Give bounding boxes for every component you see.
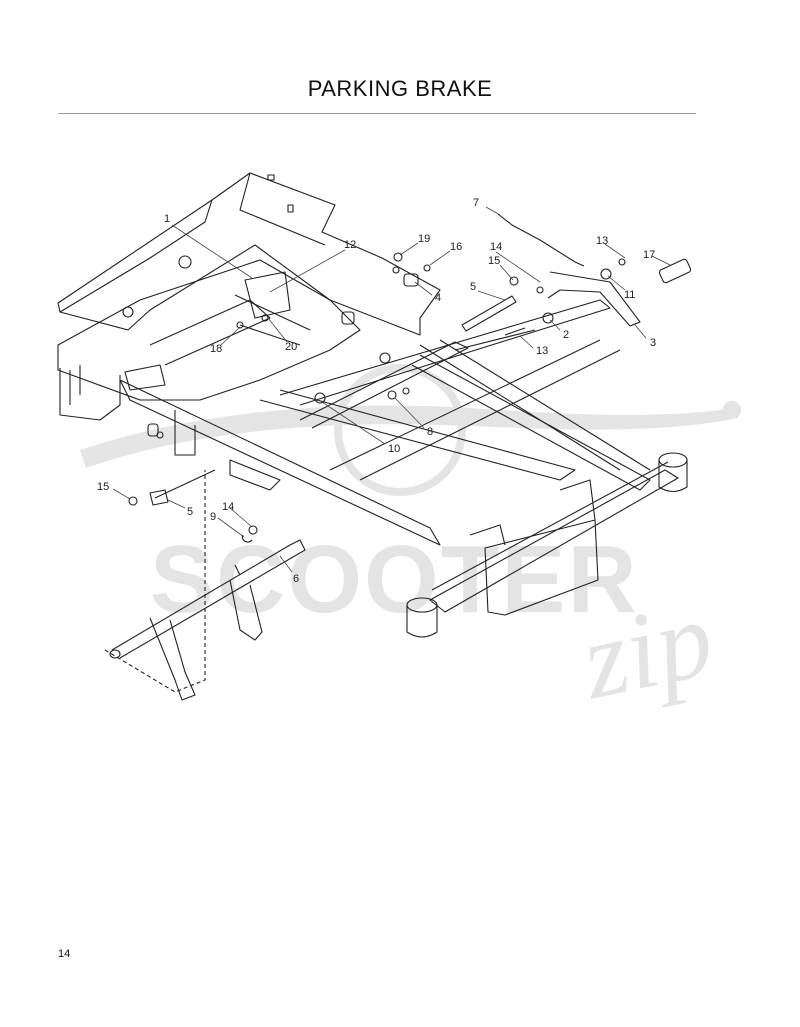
callout-18: 18 — [210, 343, 222, 355]
callout-13-lower: 13 — [536, 345, 548, 357]
callout-11: 11 — [624, 289, 635, 301]
left-frame — [57, 259, 361, 401]
bellcrank — [547, 271, 641, 327]
watermark: SCOOTER zip — [80, 364, 741, 723]
callout-19: 19 — [418, 233, 430, 245]
frame-drawing — [57, 172, 692, 701]
watermark-script: zip — [570, 576, 723, 722]
callout-17: 17 — [643, 249, 655, 261]
callout-14-lower: 14 — [222, 501, 234, 513]
callout-16: 16 — [450, 241, 462, 253]
callout-3: 3 — [650, 337, 656, 349]
brake-arm-left — [149, 617, 196, 701]
caster-cup-right — [658, 452, 688, 468]
callout-15-upper: 15 — [488, 255, 500, 267]
deck-plate — [57, 172, 441, 336]
leader-lines — [112, 206, 671, 573]
page-number: 14 — [58, 948, 71, 960]
callout-5-upper: 5 — [470, 281, 476, 293]
rod-lower — [454, 329, 536, 351]
page-title: PARKING BRAKE — [307, 76, 493, 101]
title-divider — [58, 113, 696, 114]
callout-9: 9 — [210, 511, 216, 523]
callout-2: 2 — [563, 329, 569, 341]
callout-8: 8 — [427, 426, 433, 438]
brake-bracket — [244, 271, 291, 319]
callouts: 1 12 19 16 7 14 15 13 17 4 5 11 2 3 13 1… — [97, 197, 656, 585]
callout-4: 4 — [435, 292, 441, 304]
callout-13-upper: 13 — [596, 235, 608, 247]
cross-beam — [259, 389, 576, 481]
callout-7: 7 — [473, 197, 479, 209]
handle-cap — [658, 258, 692, 284]
x-frame — [329, 339, 651, 481]
callout-12: 12 — [344, 239, 356, 251]
callout-6: 6 — [293, 573, 299, 585]
rod-upper — [461, 295, 517, 332]
brake-rod — [497, 213, 585, 267]
callout-14-upper: 14 — [490, 241, 502, 253]
side-rail — [119, 379, 441, 546]
callout-15-lower: 15 — [97, 481, 109, 493]
callout-20: 20 — [285, 341, 297, 353]
brake-shaft — [111, 539, 306, 659]
callout-5-lower: 5 — [187, 506, 193, 518]
brake-arm-right — [229, 579, 263, 641]
callout-1: 1 — [164, 213, 170, 225]
front-tube — [429, 469, 679, 613]
linkage-rod — [154, 469, 216, 499]
watermark-brand: SCOOTER — [150, 526, 639, 633]
callout-10: 10 — [388, 443, 400, 455]
